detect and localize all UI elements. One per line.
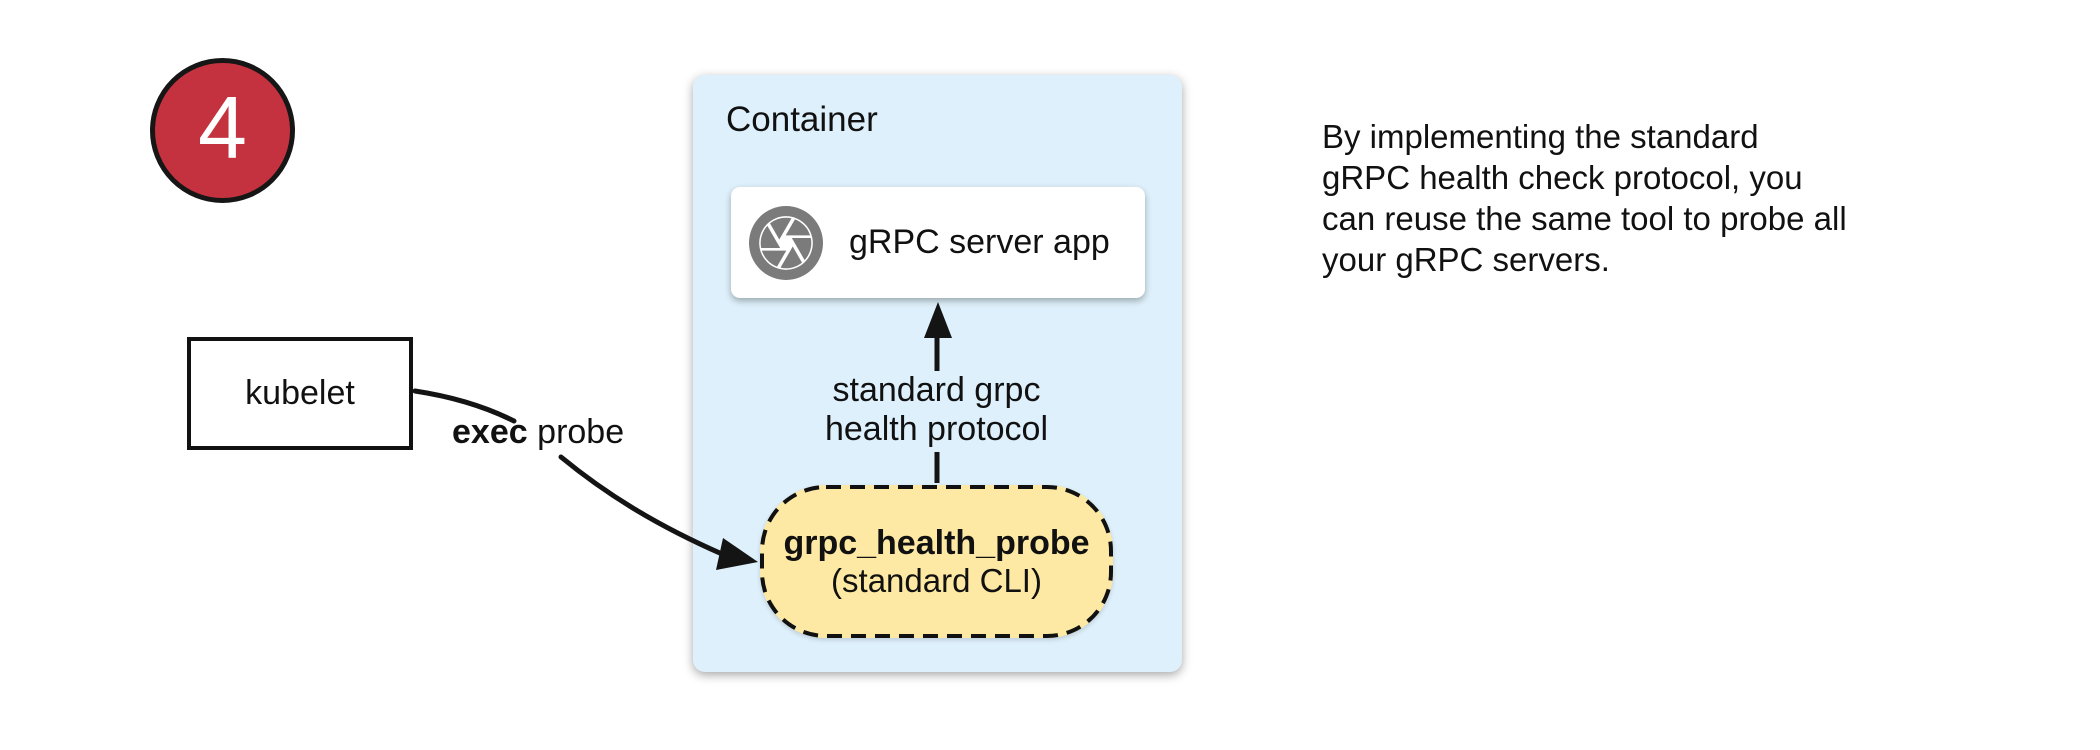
step-number-badge: 4 [150,58,295,203]
grpc-health-probe-title: grpc_health_probe [783,523,1090,562]
grpc-server-app-node: gRPC server app [731,187,1145,298]
annotation-text: By implementing the standard gRPC health… [1322,116,1847,280]
annotation-line-3: can reuse the same tool to probe all [1322,200,1847,237]
annotation-line-2: gRPC health check protocol, you [1322,159,1803,196]
grpc-health-probe-node: grpc_health_probe (standard CLI) [760,485,1113,638]
container-title: Container [726,100,878,139]
kubelet-label: kubelet [245,374,355,412]
health-protocol-label-line2: health protocol [824,410,1049,448]
camera-aperture-icon [749,205,823,280]
grpc-server-app-label: gRPC server app [849,223,1110,261]
kubelet-node: kubelet [187,337,413,450]
container-box: Container gRPC server app standard grpc … [693,75,1182,672]
probe-dashed-border [760,485,1113,638]
health-protocol-label-line1: standard grpc [832,371,1041,409]
exec-probe-label-rest: probe [537,413,625,451]
step-number: 4 [198,77,247,177]
annotation-line-4: your gRPC servers. [1322,241,1610,278]
health-protocol-label: standard grpc health protocol [760,371,1113,449]
grpc-health-probe-subtitle: (standard CLI) [831,561,1042,599]
exec-probe-label-bold: exec [452,413,528,451]
annotation-line-1: By implementing the standard [1322,118,1759,155]
